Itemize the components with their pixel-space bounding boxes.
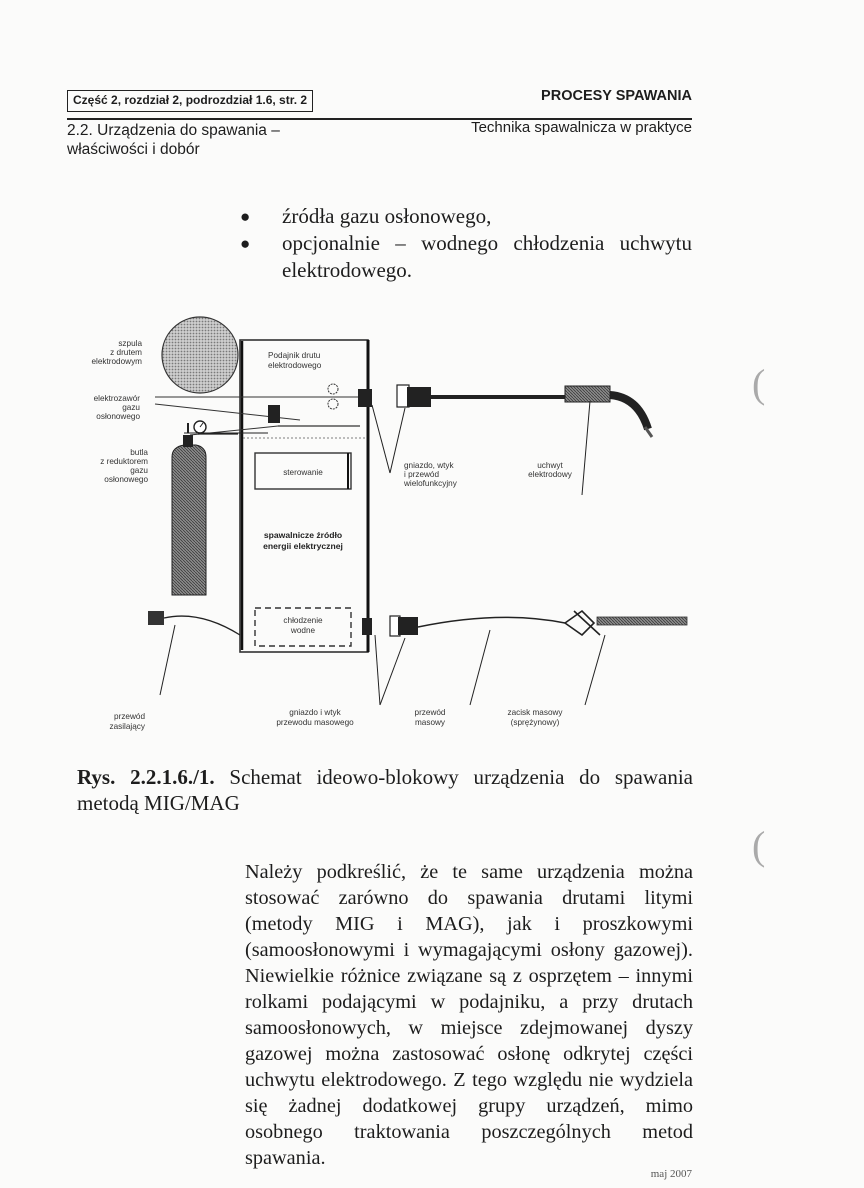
list-item: ● opcjonalnie – wodnego chłodzenia uchwyt… bbox=[240, 230, 692, 284]
svg-text:sterowanie: sterowanie bbox=[283, 468, 323, 477]
section-subtitle-line2: właściwości i dobór bbox=[67, 141, 200, 158]
ground-clamp-icon bbox=[563, 609, 596, 637]
list-item-text: opcjonalnie – wodnego chłodzenia uchwytu… bbox=[282, 231, 692, 282]
section-subtitle-line1: 2.2. Urządzenia do spawania – bbox=[67, 122, 280, 139]
wire-spool bbox=[161, 316, 239, 394]
chapter-title: PROCESY SPAWANIA bbox=[541, 88, 692, 104]
power-source-cabinet bbox=[239, 339, 369, 653]
multi-socket-icon bbox=[358, 389, 372, 407]
section-subtitle: 2.2. Urządzenia do spawania – właściwośc… bbox=[67, 121, 280, 159]
list-item-text: źródła gazu osłonowego, bbox=[282, 204, 492, 228]
page-footer-date: maj 2007 bbox=[650, 1168, 692, 1180]
figure-caption: Rys. 2.2.1.6./1. Schemat ideowo-blokowy … bbox=[77, 764, 693, 816]
figure-number: Rys. 2.2.1.6./1. bbox=[77, 765, 215, 789]
torch-neck-icon bbox=[609, 391, 652, 431]
bullet-icon: ● bbox=[240, 207, 251, 226]
body-paragraph: Należy podkreślić, że te same urządzenia… bbox=[245, 861, 693, 1169]
bullet-list: ● źródła gazu osłonowego, ● opcjonalnie – … bbox=[240, 203, 692, 284]
svg-text:zacisk masowy(sprężynowy): zacisk masowy(sprężynowy) bbox=[507, 708, 563, 727]
gas-bottle bbox=[171, 444, 207, 596]
control-block bbox=[254, 452, 352, 490]
section-reference-box: Część 2, rozdział 2, podrozdział 1.6, st… bbox=[67, 90, 314, 112]
figure-caption-text: Schemat ideowo-blokowy urządzenia do spa… bbox=[77, 765, 694, 815]
supply-plug-icon bbox=[148, 611, 164, 625]
torch-handle bbox=[564, 385, 611, 403]
list-item: ● źródła gazu osłonowego, bbox=[240, 203, 692, 230]
cooling-block bbox=[254, 607, 352, 647]
feed-roller-icon bbox=[327, 383, 339, 395]
header-rule bbox=[67, 118, 692, 120]
book-title: Technika spawalnicza w praktyce bbox=[471, 119, 692, 136]
margin-mark: ( bbox=[752, 361, 766, 406]
workpiece bbox=[596, 616, 688, 626]
gas-valve-icon bbox=[268, 405, 280, 423]
bullet-icon: ● bbox=[240, 234, 251, 253]
margin-mark: ( bbox=[752, 823, 766, 868]
feed-roller-icon bbox=[327, 398, 339, 410]
ground-socket-icon bbox=[362, 618, 372, 635]
